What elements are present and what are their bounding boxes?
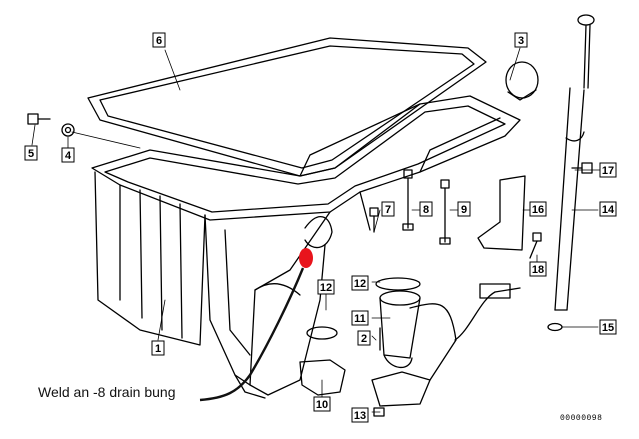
svg-text:17: 17 [602,165,614,177]
svg-text:12: 12 [354,278,366,290]
oil-pan [91,95,521,399]
svg-text:14: 14 [602,204,615,216]
callout-7: 7 [381,201,395,217]
part-7-bolt [369,207,379,233]
callout-17: 17 [599,162,617,178]
callout-9: 9 [457,201,471,217]
part-12-oring-bottom [306,326,338,340]
svg-text:9: 9 [461,204,467,216]
sensor-plug [479,283,521,299]
callout-15: 15 [599,319,617,335]
part-10-cover [299,359,346,396]
callout-8: 8 [419,201,433,217]
part-11-pickup [379,290,496,381]
svg-text:15: 15 [602,322,614,334]
callout-16: 16 [529,201,547,217]
svg-text:16: 16 [532,204,544,216]
oil-pan-gasket [87,37,487,177]
part-17-bolt [571,162,593,174]
part-3-cap [505,61,539,101]
part-9-bolt [439,179,451,245]
callout-labels: 1 2 3 4 5 6 7 8 [24,32,617,423]
weld-annotation-line [199,267,305,402]
svg-text:3: 3 [518,35,524,47]
callout-10: 10 [313,396,331,412]
svg-text:1: 1 [155,343,161,355]
callout-14: 14 [599,201,617,217]
svg-text:11: 11 [354,313,366,325]
callout-1: 1 [151,340,165,356]
callout-3: 3 [514,32,528,48]
callout-12-top: 12 [351,275,369,291]
callout-2: 2 [357,330,371,346]
svg-text:18: 18 [532,264,544,276]
svg-text:10: 10 [316,399,328,411]
part-15-oring [547,322,563,332]
svg-text:5: 5 [28,148,34,160]
svg-text:13: 13 [354,410,366,422]
drain-bung-marker [299,248,313,268]
svg-text:8: 8 [423,204,429,216]
part-4-washer [61,123,75,137]
callout-6: 6 [152,32,166,48]
callout-13: 13 [351,407,369,423]
leader-lines [31,47,601,413]
svg-text:2: 2 [361,333,367,345]
dipstick [577,14,595,89]
part-16-bracket [477,175,526,251]
drain-bung-annotation: Weld an -8 drain bung [38,384,176,400]
svg-text:6: 6 [156,35,162,47]
svg-text:7: 7 [385,204,391,216]
callout-12-bottom: 12 [317,279,335,295]
callout-5: 5 [24,145,38,161]
callout-11: 11 [351,310,369,326]
callout-18: 18 [529,261,547,277]
part-12-oring-top [375,277,421,291]
dipstick-tube [554,87,585,311]
part-18-bolt [529,232,542,259]
pump-base [371,371,431,407]
diagram-id: 00000098 [560,414,603,423]
svg-text:12: 12 [320,282,332,294]
callout-4: 4 [61,147,75,163]
svg-text:4: 4 [65,150,72,162]
part-8-bolt [402,169,414,231]
part-5-drain-plug [27,113,51,125]
